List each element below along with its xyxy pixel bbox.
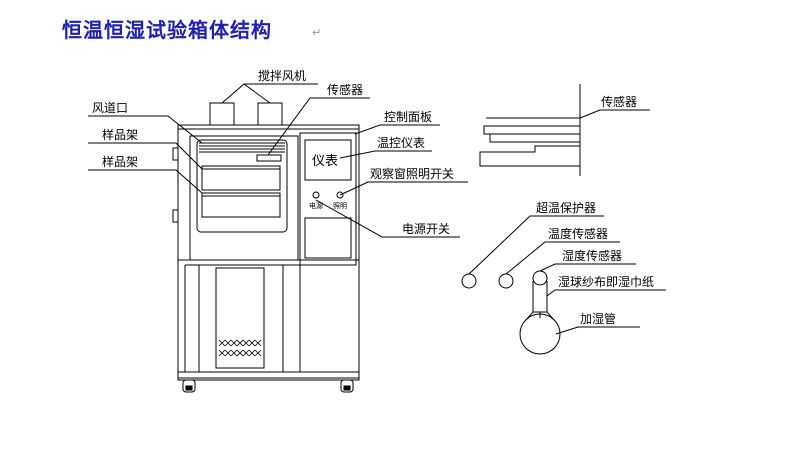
label-sample-rack-2: 样品架 — [102, 154, 138, 169]
humidity-sensor-symbol — [532, 270, 548, 286]
power-text: 电源 — [309, 201, 323, 210]
chamber-window — [196, 139, 288, 233]
wheel-right — [340, 379, 354, 393]
label-sensor-right: 传感器 — [601, 94, 637, 109]
light-text: 照明 — [333, 202, 347, 210]
label-humidifier-tube: 加湿管 — [580, 311, 616, 326]
label-humidity-sensor: 湿度传感器 — [562, 248, 622, 263]
cabinet-base — [177, 371, 360, 381]
sample-rack-upper — [201, 165, 281, 191]
sensor-detail — [479, 84, 581, 176]
fan-motor-left — [209, 102, 235, 126]
label-control-panel: 控制面板 — [384, 110, 432, 124]
label-power-switch: 电源开关 — [402, 222, 450, 236]
page-title: 恒温恒湿试验箱体结构 — [62, 18, 272, 42]
label-fan: 搅拌风机 — [258, 68, 306, 83]
temp-sensor-symbol — [498, 273, 514, 289]
lower-panel — [304, 217, 352, 259]
cabinet — [172, 102, 360, 393]
label-over-temp: 超温保护器 — [536, 200, 596, 215]
cabinet-body — [177, 124, 360, 379]
paragraph-mark: ↵ — [312, 26, 322, 39]
control-panel — [299, 132, 357, 266]
label-sensor-top: 传感器 — [327, 82, 363, 97]
fan-motor-right — [257, 102, 283, 126]
label-temp-meter: 温控仪表 — [377, 136, 425, 150]
label-air-duct: 风道口 — [92, 101, 128, 115]
leader-lines — [88, 83, 666, 335]
label-temp-sensor: 温度传感器 — [548, 226, 608, 241]
light-switch-knob — [336, 191, 344, 199]
machine-door — [215, 267, 265, 369]
chamber-frame — [189, 135, 299, 261]
label-window-light-switch: 观察窗照明开关 — [370, 167, 454, 181]
meter-text: 仪表 — [312, 154, 338, 169]
label-sample-rack-1: 样品架 — [102, 127, 138, 142]
power-switch-knob — [312, 191, 320, 199]
sample-rack-lower — [201, 192, 281, 218]
top-sensor — [256, 154, 282, 162]
wheel-left — [182, 379, 196, 393]
over-temp-protector-symbol — [461, 273, 477, 289]
sensor-components — [461, 270, 561, 355]
label-wet-gauze: 湿球纱布即湿巾纸 — [558, 274, 654, 289]
controller-meter — [304, 139, 352, 181]
